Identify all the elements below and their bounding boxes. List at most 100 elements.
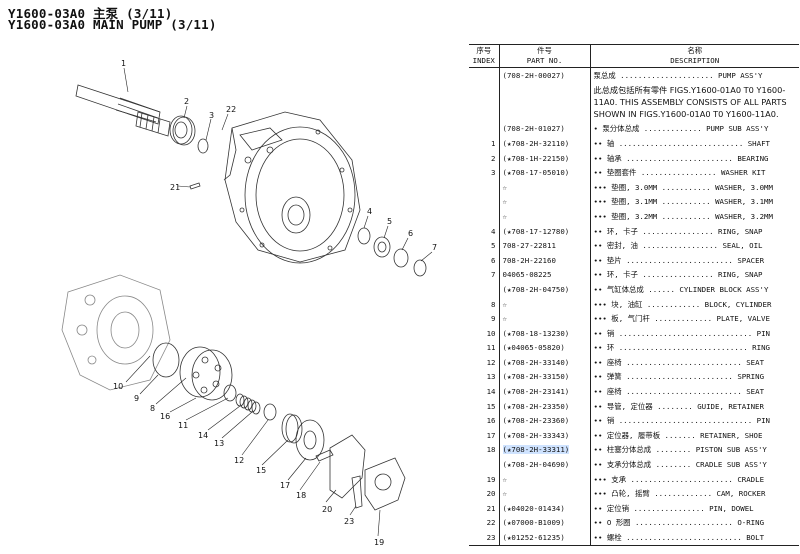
part-number-text[interactable]: ☆ [502,211,507,221]
part-number-text[interactable]: 708-2H-22160 [502,255,556,265]
row-part-number[interactable]: ☆ [499,209,591,224]
table-row: 9☆••• 板, 气门杆 ............. PLATE, VALVE [469,311,799,326]
row-part-number[interactable]: 708-27-22811 [499,238,591,253]
part-number-text[interactable]: (★708-17-05010) [502,168,570,178]
callout-14: 14 [198,431,208,440]
row-index: 15 [469,398,500,414]
part-number-text[interactable]: (★708-18-13230) [502,328,570,338]
table-row: 4(★708-17-12780)•• 环, 卡子 ...............… [469,223,799,239]
part-number-text[interactable]: ☆ [502,314,507,324]
callout-21: 21 [170,183,180,192]
note-part-cell [499,82,591,122]
table-row: 19☆••• 支承 ....................... CRADLE [469,471,799,487]
part-number-text[interactable]: (★07000-B1009) [502,518,565,528]
part-number-text[interactable]: (★708-2H-32110) [502,138,570,148]
callout-5: 5 [387,217,392,226]
page-title-cn: Y1600-03A0 主泵 (3/11) [8,6,173,21]
header-desc-cn: 名称 [687,46,703,55]
parts-table: 序号 INDEX 件号 PART NO. 名称 DESCRIPTION (708… [469,44,799,546]
row-description: ••• 垫圈, 3.1MM ........... WASHER, 3.1MM [593,197,773,207]
row-part-number[interactable]: (708-2H-01027) [499,121,591,137]
part-number-text[interactable]: (★708-2H-04750) [502,284,570,294]
note-index-cell [469,82,500,122]
dowel-pin-part [189,182,201,190]
row-description: •• 密封, 油 ................. SEAL, OIL [593,241,763,251]
row-description: •• 螺栓 .......................... BOLT [590,530,799,546]
part-number-text[interactable]: (★01252-61235) [502,533,565,543]
part-number-text[interactable]: (★708-2H-23350) [502,401,570,411]
row-part-number[interactable]: (★708-2H-23350) [499,398,591,414]
seat-part [263,403,277,421]
row-part-number[interactable]: ☆ [499,296,591,312]
part-number-text[interactable]: (★708-2H-33311) [502,445,570,455]
part-number-text[interactable]: ☆ [502,197,507,207]
row-part-number[interactable]: (★708-2H-33343) [499,428,591,443]
row-index: 22 [469,515,500,531]
part-number-text[interactable]: (★708-2H-33343) [502,430,570,440]
row-index [469,457,500,472]
callout-3: 3 [209,111,214,120]
row-part-number[interactable]: (★708-17-12780) [499,223,591,239]
row-description: •• 定位器, 履带板 ....... RETAINER, SHOE [593,430,763,440]
callout-4: 4 [367,207,372,216]
table-row: 12(★708-2H-33140)•• 座椅 .................… [469,355,799,370]
row-part-number[interactable]: (★708-17-05010) [499,165,591,180]
part-number-text[interactable]: (★04020-01434) [502,503,565,513]
row-index: 2 [469,150,500,166]
part-number-text[interactable]: (708-2H-00027) [502,70,565,80]
part-number-text[interactable]: (★708-2H-04690) [502,460,570,470]
row-index: 3 [469,165,500,180]
assembly-note-row: 此总成包括所有零件 FIGS.Y1600-01A0 T0 Y1600-11A0.… [469,82,799,122]
row-part-number[interactable]: ☆ [499,179,591,195]
part-number-text[interactable]: (708-2H-01027) [502,124,565,134]
table-row: 22(★07000-B1009)•• O 形圈 ................… [469,515,799,531]
row-part-number[interactable]: (★708-2H-23360) [499,413,591,429]
callout-11: 11 [178,421,188,430]
part-number-text[interactable]: 708-27-22811 [502,241,556,251]
row-part-number[interactable]: (★708-2H-33150) [499,369,591,385]
part-number-text[interactable]: (★708-2H-23141) [502,387,570,397]
part-number-text[interactable]: ☆ [502,182,507,192]
part-number-text[interactable]: 04065-08225 [502,270,552,280]
row-part-number[interactable]: ☆ [499,471,591,487]
part-number-text[interactable]: (★708-2H-33150) [502,372,570,382]
row-part-number[interactable]: (★708-2H-23141) [499,384,591,399]
guide-retainer-part [281,413,303,444]
table-row: 13(★708-2H-33150)•• 弹簧 .................… [469,369,799,385]
row-part-number[interactable]: ☆ [499,311,591,326]
row-index: 6 [469,252,500,268]
part-number-text[interactable]: ☆ [502,299,507,309]
row-part-number[interactable]: (★04065-05820) [499,340,591,356]
piston-part [315,449,334,462]
row-description: •• 柱塞分体总成 ........ PISTON SUB ASS'Y [593,445,767,455]
row-part-number[interactable]: (★708-2H-33140) [499,355,591,370]
row-index: 17 [469,428,500,443]
row-index: 8 [469,296,500,312]
row-part-number[interactable]: (★07000-B1009) [499,515,591,531]
row-part-number[interactable]: (★708-18-13230) [499,325,591,341]
part-number-text[interactable]: (★708-2H-33140) [502,357,570,367]
table-row: (★708-2H-04750)•• 气缸体总成 ...... CYLINDER … [469,282,799,297]
row-part-number[interactable]: (★04020-01434) [499,501,591,516]
row-description: 泵总成 ..................... PUMP ASS'Y [593,70,763,80]
row-part-number[interactable]: (708-2H-00027) [499,67,591,83]
row-part-number[interactable]: (★708-2H-32110) [499,136,591,151]
row-part-number[interactable]: (★708-2H-33311) [499,442,591,458]
callout-12: 12 [234,456,244,465]
row-description: •• 定位销 ................ PIN, DOWEL [593,503,754,513]
row-part-number[interactable]: ☆ [499,194,591,210]
row-part-number[interactable]: 708-2H-22160 [499,252,591,268]
part-number-text[interactable]: (★04065-05820) [502,343,565,353]
part-number-text[interactable]: (★708-1H-22150) [502,153,570,163]
row-part-number[interactable]: (★01252-61235) [499,530,591,546]
part-number-text[interactable]: ☆ [502,474,507,484]
part-number-text[interactable]: ☆ [502,489,507,499]
part-number-text[interactable]: (★708-2H-23360) [502,416,570,426]
lower-pump-body [61,274,171,391]
row-part-number[interactable]: (★708-2H-04690) [499,457,591,472]
row-part-number[interactable]: (★708-2H-04750) [499,282,591,297]
row-part-number[interactable]: ☆ [499,486,591,502]
row-part-number[interactable]: 04065-08225 [499,267,591,283]
part-number-text[interactable]: (★708-17-12780) [502,226,570,236]
row-part-number[interactable]: (★708-1H-22150) [499,150,591,166]
